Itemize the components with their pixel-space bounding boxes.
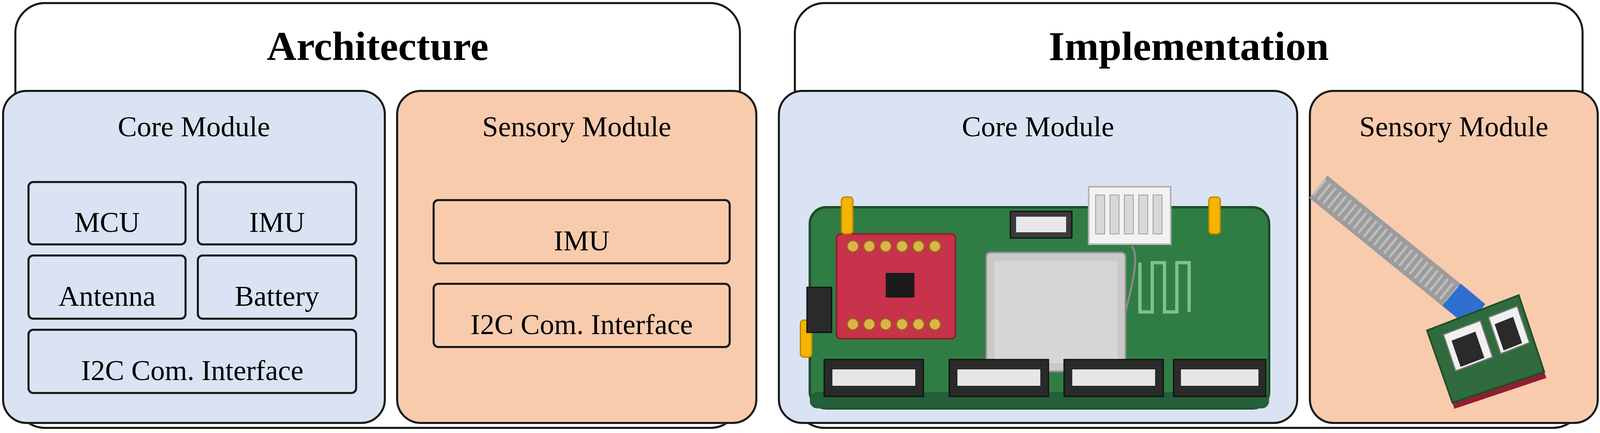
component-label: I2C Com. Interface (81, 353, 304, 388)
module-panel: Core ModuleMCU IMU Antenna BatteryI2C Com. … (2, 89, 386, 424)
component-box: I2C Com. Interface (27, 328, 358, 394)
module-title: Sensory Module (1359, 110, 1549, 144)
component-box: IMU (196, 180, 358, 246)
component-box: Battery (196, 254, 358, 320)
component-label: MCU (74, 205, 140, 240)
component-label: IMU (248, 205, 305, 240)
component-box: Antenna (27, 254, 187, 320)
component-box: IMU (432, 198, 731, 265)
section-panel: ArchitectureCore ModuleMCU IMU Antenna Batt… (14, 2, 741, 429)
component-label: IMU (553, 224, 610, 258)
module-title: Sensory Module (482, 110, 672, 144)
module-panel: Sensory ModuleIMU I2C Com. Interface (396, 89, 758, 424)
component-box: I2C Com. Interface (432, 282, 731, 348)
component-box: MCU (27, 180, 187, 246)
module-title: Core Module (961, 110, 1115, 144)
section-title: Architecture (266, 22, 489, 70)
module-title: Core Module (117, 110, 270, 144)
section-title: Implementation (1048, 22, 1329, 70)
component-label: Antenna (58, 279, 156, 313)
sensory-board-illustration (1318, 186, 1547, 409)
component-label: I2C Com. Interface (470, 307, 693, 342)
core-board-illustration (800, 186, 1270, 408)
component-label: Battery (234, 279, 320, 313)
